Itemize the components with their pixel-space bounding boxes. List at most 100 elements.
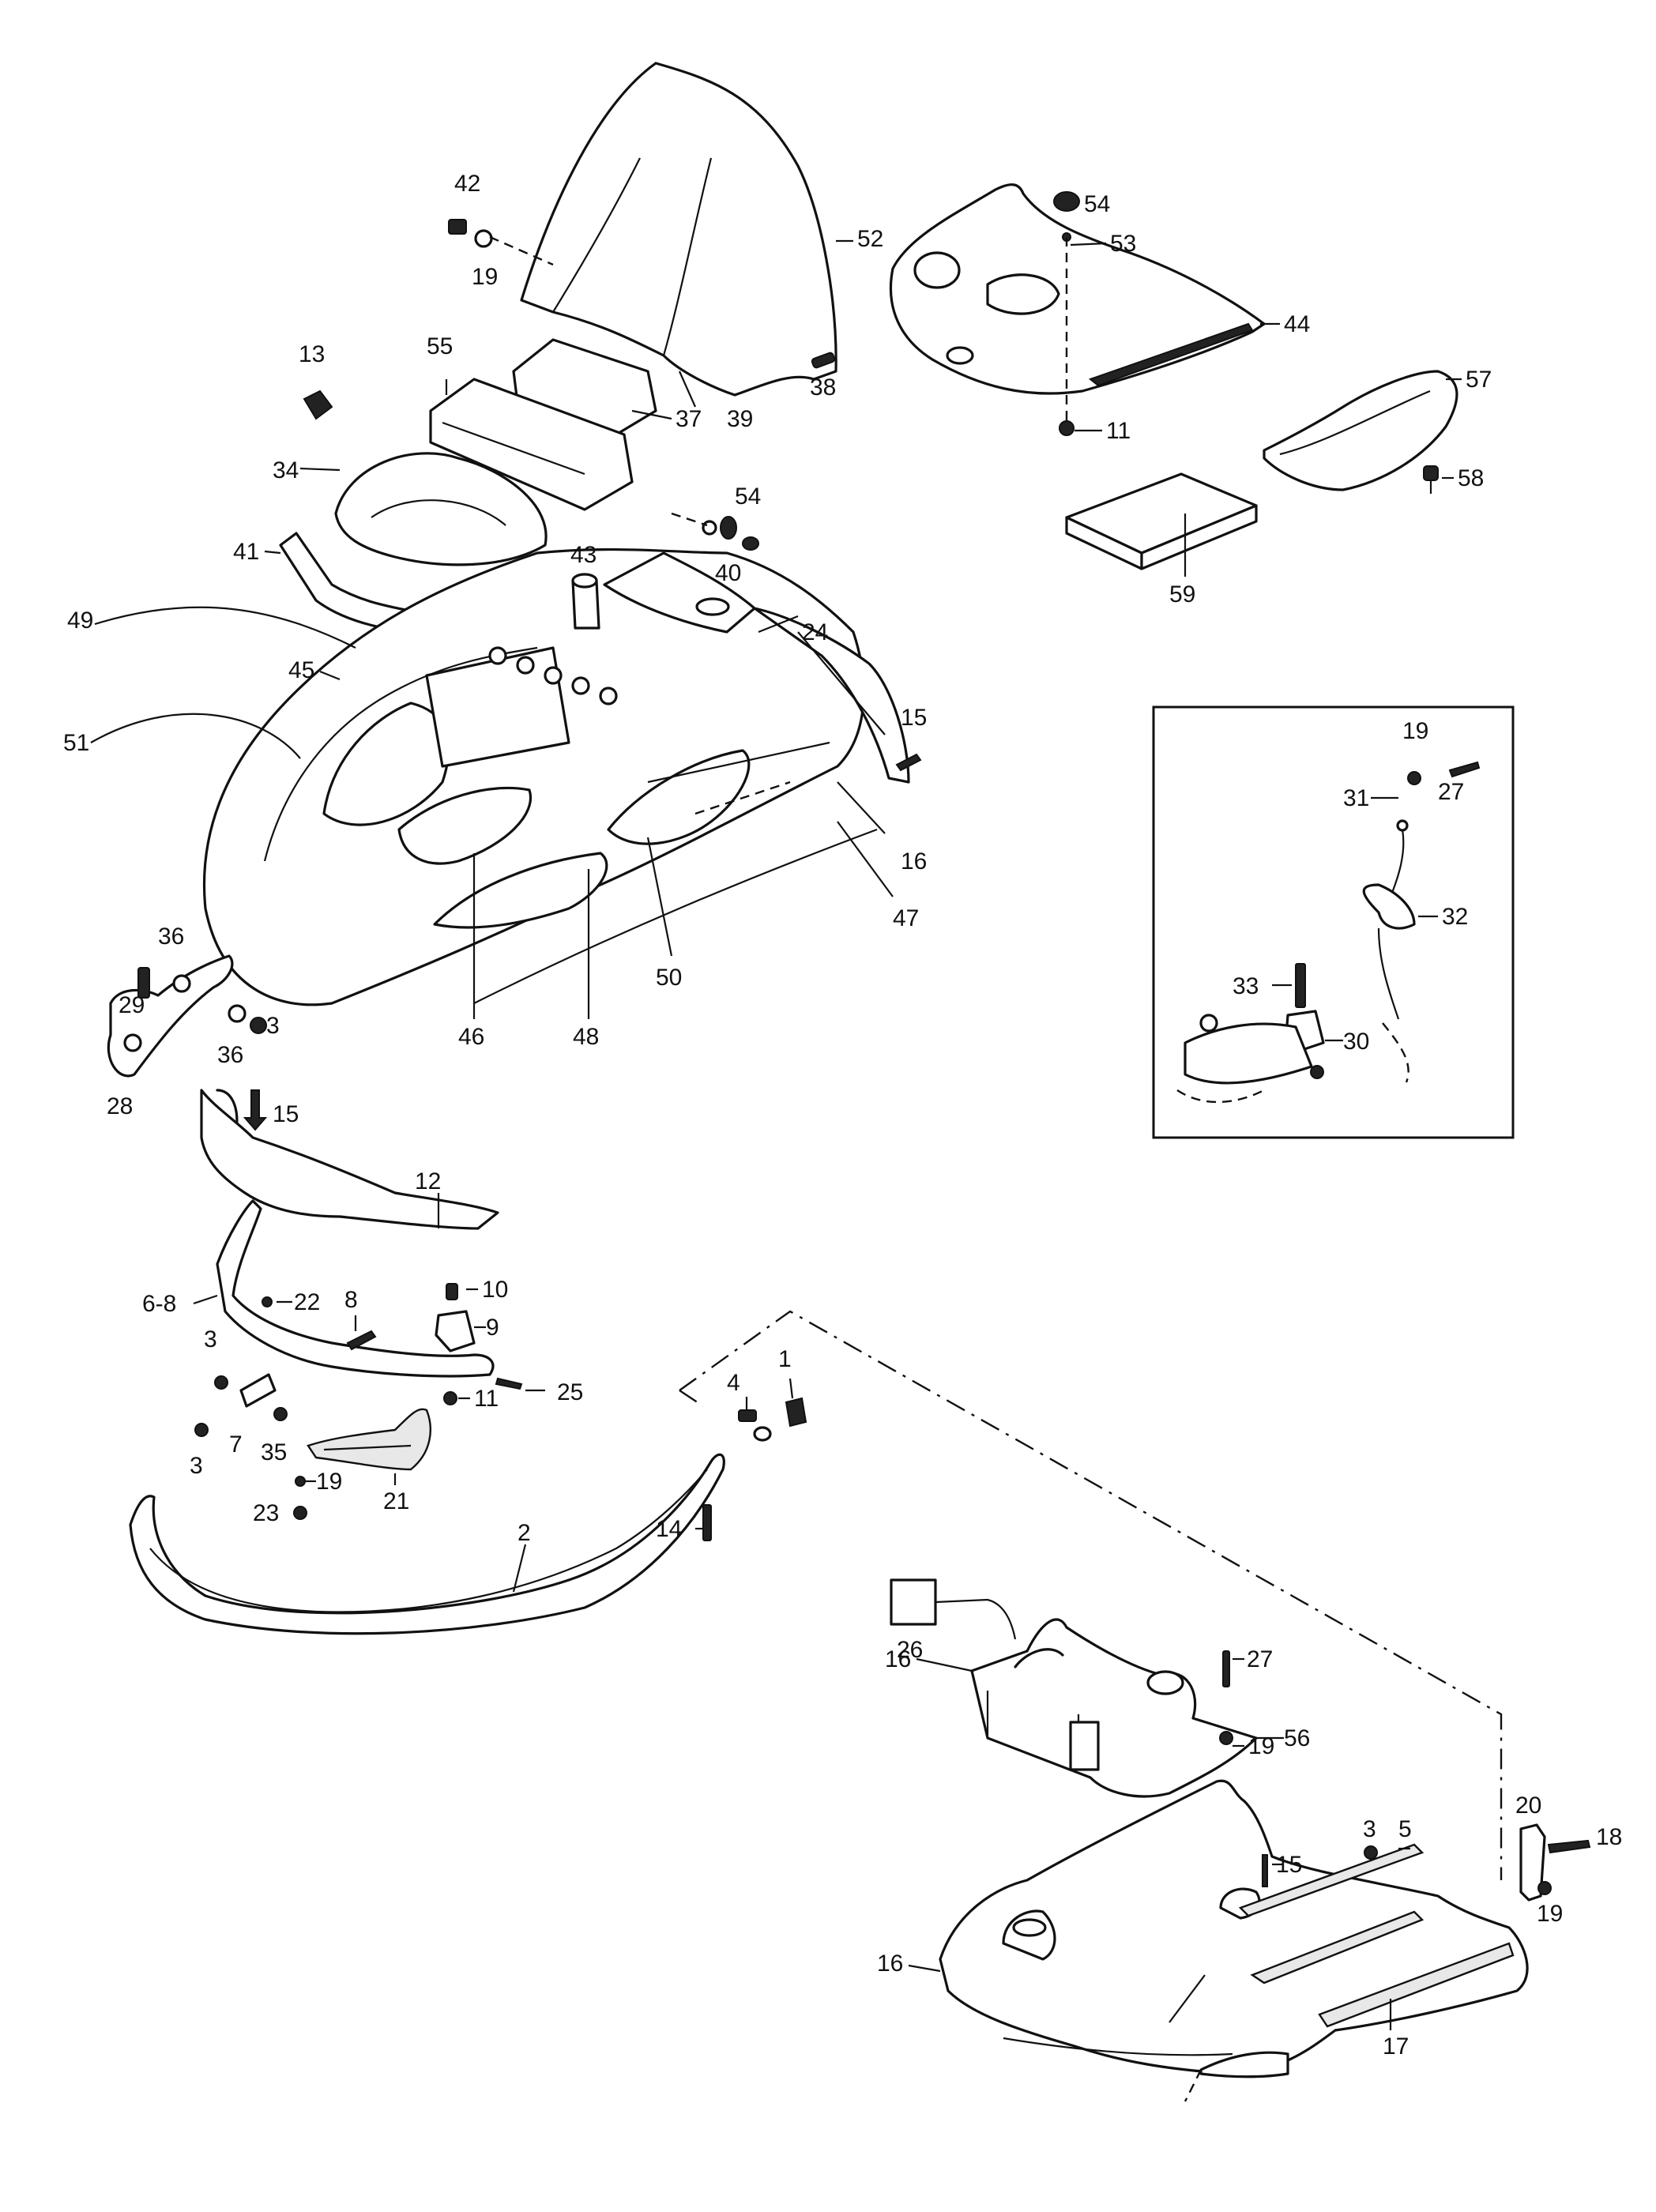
lower-pan: [939, 1779, 1529, 2078]
label-50: 50: [656, 965, 682, 991]
label-11: 11: [1106, 418, 1131, 444]
label-10: 10: [482, 1277, 508, 1303]
label-3: 3: [1363, 1816, 1376, 1842]
label-34: 34: [273, 457, 299, 483]
label-44: 44: [1284, 311, 1310, 337]
label-38: 38: [810, 374, 836, 401]
label-15: 15: [273, 1101, 299, 1127]
label-17: 17: [1383, 2033, 1409, 2060]
label-16: 16: [885, 1646, 911, 1672]
label-16: 16: [901, 848, 927, 875]
label-48: 48: [573, 1024, 599, 1050]
label-6-8: 6-8: [142, 1291, 176, 1317]
label-22: 22: [294, 1289, 320, 1315]
label-45: 45: [288, 657, 314, 683]
label-25: 25: [557, 1379, 583, 1405]
label-59: 59: [1169, 581, 1195, 608]
windshield: [520, 62, 837, 397]
label-54: 54: [1084, 191, 1110, 217]
label-21: 21: [383, 1488, 409, 1514]
upper-console: [889, 183, 1266, 395]
label-42: 42: [454, 171, 480, 197]
label-37: 37: [676, 406, 702, 432]
label-13: 13: [299, 341, 325, 367]
label-2: 2: [518, 1520, 531, 1546]
label-19: 19: [316, 1469, 342, 1495]
label-1: 1: [778, 1346, 792, 1372]
label-15: 15: [901, 705, 927, 731]
label-36: 36: [217, 1042, 243, 1068]
label-41: 41: [233, 539, 259, 565]
label-9: 9: [486, 1315, 499, 1341]
label-15: 15: [1276, 1852, 1302, 1878]
panel-24: [603, 551, 756, 634]
hood: [202, 547, 910, 1006]
label-16: 16: [877, 1951, 903, 1977]
label-49: 49: [67, 608, 93, 634]
label-8: 8: [344, 1287, 358, 1313]
label-40: 40: [715, 560, 741, 586]
label-11: 11: [474, 1386, 499, 1412]
part-59: [1065, 472, 1258, 570]
bracket-12: [200, 1089, 499, 1230]
label-12: 12: [415, 1168, 441, 1194]
label-29: 29: [119, 992, 145, 1018]
label-18: 18: [1596, 1824, 1622, 1850]
bracket-21: [307, 1408, 432, 1471]
fasteners: [172, 191, 1591, 1917]
label-51: 51: [63, 730, 89, 756]
label-47: 47: [893, 905, 919, 931]
label-7: 7: [229, 1431, 243, 1458]
label-43: 43: [570, 542, 597, 568]
part-26: [890, 1578, 937, 1626]
label-27: 27: [1438, 779, 1464, 805]
label-3: 3: [190, 1453, 203, 1479]
belly-pan-56: [970, 1618, 1258, 1798]
label-55: 55: [427, 333, 453, 359]
label-32: 32: [1442, 904, 1468, 930]
label-28: 28: [107, 1093, 133, 1119]
standpipe-43: [571, 573, 600, 630]
label-4: 4: [727, 1370, 740, 1396]
dashed-guides: [489, 235, 1503, 2102]
label-19: 19: [1248, 1733, 1274, 1759]
bracket-28: [107, 954, 234, 1078]
label-53: 53: [1110, 231, 1136, 257]
cover-34: [334, 452, 548, 566]
label-46: 46: [458, 1024, 484, 1050]
bumper-6-8: [216, 1199, 495, 1378]
label-58: 58: [1458, 465, 1484, 491]
label-31: 31: [1343, 785, 1369, 811]
part-57: [1263, 370, 1458, 491]
label-19: 19: [1537, 1901, 1563, 1927]
screw-58: [1423, 465, 1439, 494]
label-56: 56: [1284, 1725, 1310, 1751]
label-3: 3: [266, 1013, 280, 1039]
label-35: 35: [261, 1439, 287, 1465]
leader-lines: [90, 239, 1462, 2030]
label-30: 30: [1343, 1029, 1369, 1055]
label-57: 57: [1466, 367, 1492, 393]
label-33: 33: [1233, 973, 1259, 999]
label-24: 24: [802, 619, 828, 645]
bolt-29: [137, 967, 150, 999]
label-36: 36: [158, 924, 184, 950]
latch-20: [1519, 1823, 1546, 1902]
label-5: 5: [1398, 1816, 1412, 1842]
label-3: 3: [204, 1326, 217, 1352]
front-bumper-2: [129, 1453, 725, 1635]
label-27: 27: [1247, 1646, 1273, 1672]
label-39: 39: [727, 406, 753, 432]
label-19: 19: [1402, 718, 1428, 744]
label-54: 54: [735, 483, 761, 510]
label-52: 52: [857, 226, 883, 252]
label-20: 20: [1515, 1793, 1541, 1819]
label-19: 19: [472, 264, 498, 290]
label-26: 26: [897, 1637, 923, 1663]
label-14: 14: [656, 1516, 682, 1542]
callout-labels: 1 2 3 3 3 3 3 4 5 6-8 7 8 9 10 11 11 12 …: [63, 171, 1622, 2060]
inset-detail: [1152, 705, 1515, 1139]
label-23: 23: [253, 1500, 279, 1526]
pad-55: [429, 378, 634, 511]
